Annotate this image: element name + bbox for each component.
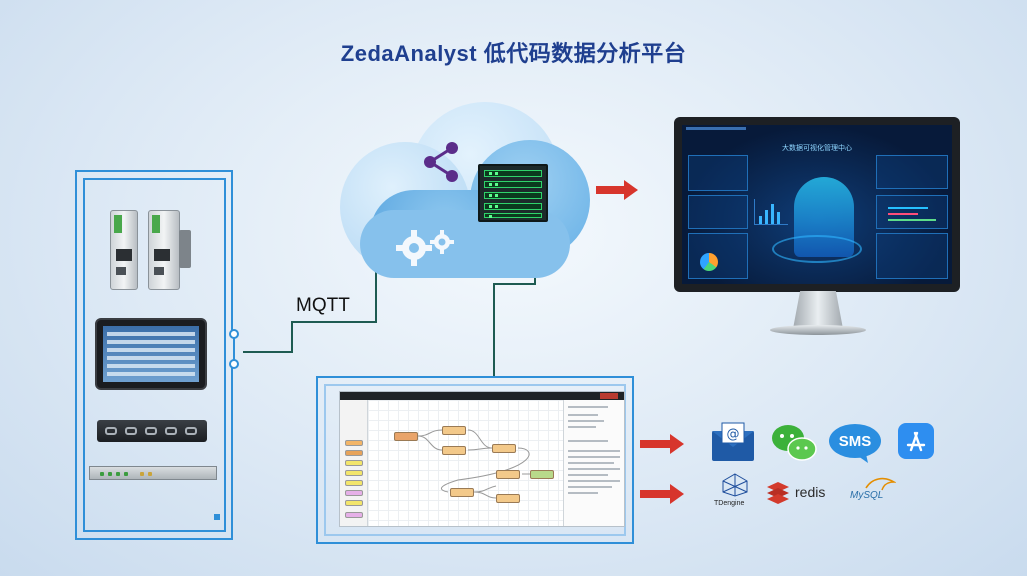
wechat-icon: [772, 425, 817, 461]
sms-icon: SMS: [828, 422, 882, 464]
flow-wires: [417, 429, 534, 499]
redis-icon: [767, 482, 789, 504]
app-store-icon: [898, 423, 934, 459]
monitor-stand: [793, 291, 843, 327]
deploy-button: [600, 393, 618, 399]
editor-toolbar: [340, 392, 624, 400]
monitor-base: [770, 325, 866, 335]
redis-label: redis: [795, 484, 826, 500]
flow-editor-screenshot: [339, 391, 625, 527]
tdengine-icon: [722, 473, 748, 497]
sms-label: SMS: [838, 433, 872, 450]
gears-icon: [396, 230, 454, 266]
mysql-dolphin-icon: [865, 477, 896, 491]
svg-text:@: @: [727, 427, 740, 442]
tdengine-label: TDengine: [714, 500, 745, 507]
editor-frame: [316, 376, 634, 546]
connector-node: [229, 359, 239, 369]
arrow-to-databases: [640, 484, 684, 504]
arrow-to-notifications: [640, 434, 684, 454]
node-palette: [340, 400, 368, 526]
dashboard-title: 大数据可视化管理中心: [782, 145, 852, 152]
flow-canvas: [368, 400, 563, 526]
arrow-to-dashboard: [596, 180, 638, 200]
email-icon: @: [712, 422, 754, 461]
device-panel: [75, 170, 235, 542]
dashboard-monitor: 大数据可视化管理中心: [674, 117, 960, 292]
share-icon: [424, 142, 458, 182]
edge-controller-device: [97, 420, 207, 442]
hmi-tablet-device: [95, 318, 207, 390]
mqtt-label: MQTT: [296, 295, 350, 316]
info-sidebar: [563, 400, 624, 526]
page-title: ZedaAnalyst 低代码数据分析平台: [340, 41, 687, 66]
iot-gateway-device: [110, 210, 138, 290]
connector-node: [229, 329, 239, 339]
server-icon: [478, 164, 548, 222]
mysql-label: MySQL: [850, 490, 884, 501]
iot-gateway-device: [148, 210, 180, 290]
dashboard-screen: 大数据可视化管理中心: [682, 125, 952, 284]
rack-server-device: [89, 466, 217, 480]
mqtt-connector: [243, 258, 377, 353]
cloud: [340, 100, 600, 280]
